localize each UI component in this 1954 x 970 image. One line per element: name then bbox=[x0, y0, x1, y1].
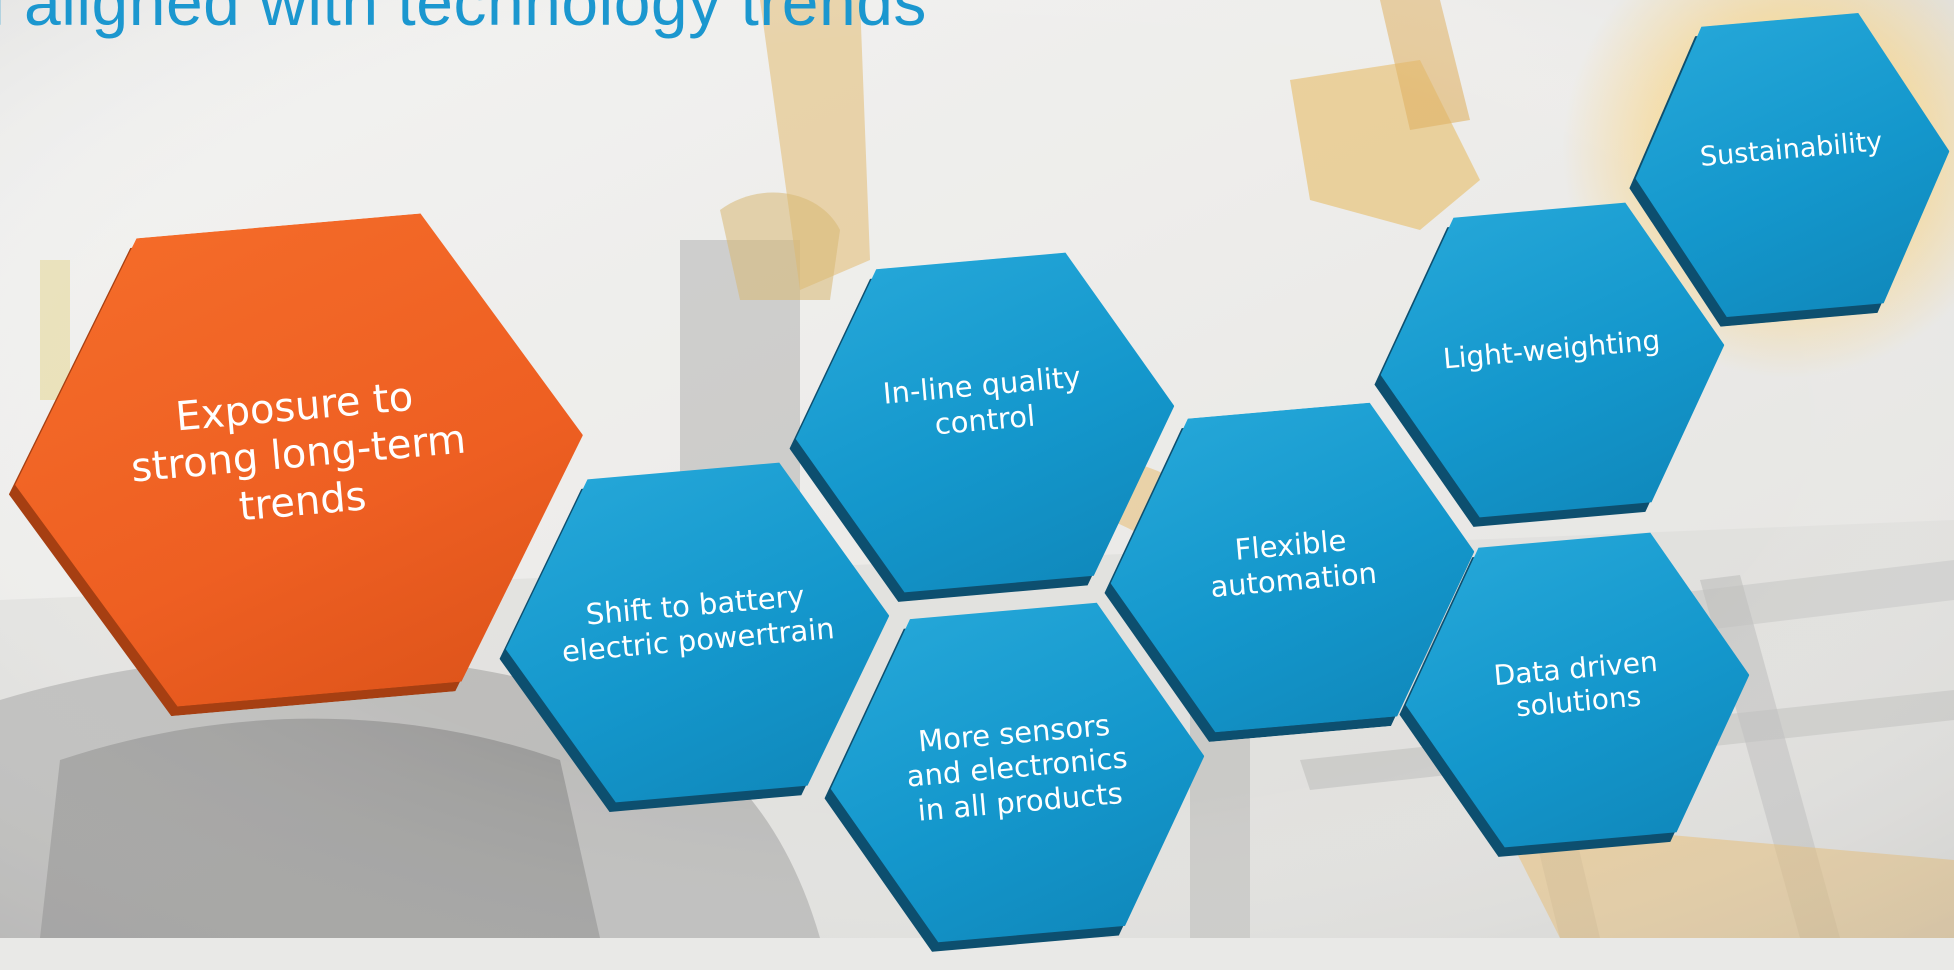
hexagon-sustainability: Sustainability bbox=[1622, 0, 1954, 333]
hexagon-data-driven-solutions: Data driven solutions bbox=[1392, 516, 1764, 865]
slide-title: l aligned with technology trends bbox=[0, 0, 927, 39]
